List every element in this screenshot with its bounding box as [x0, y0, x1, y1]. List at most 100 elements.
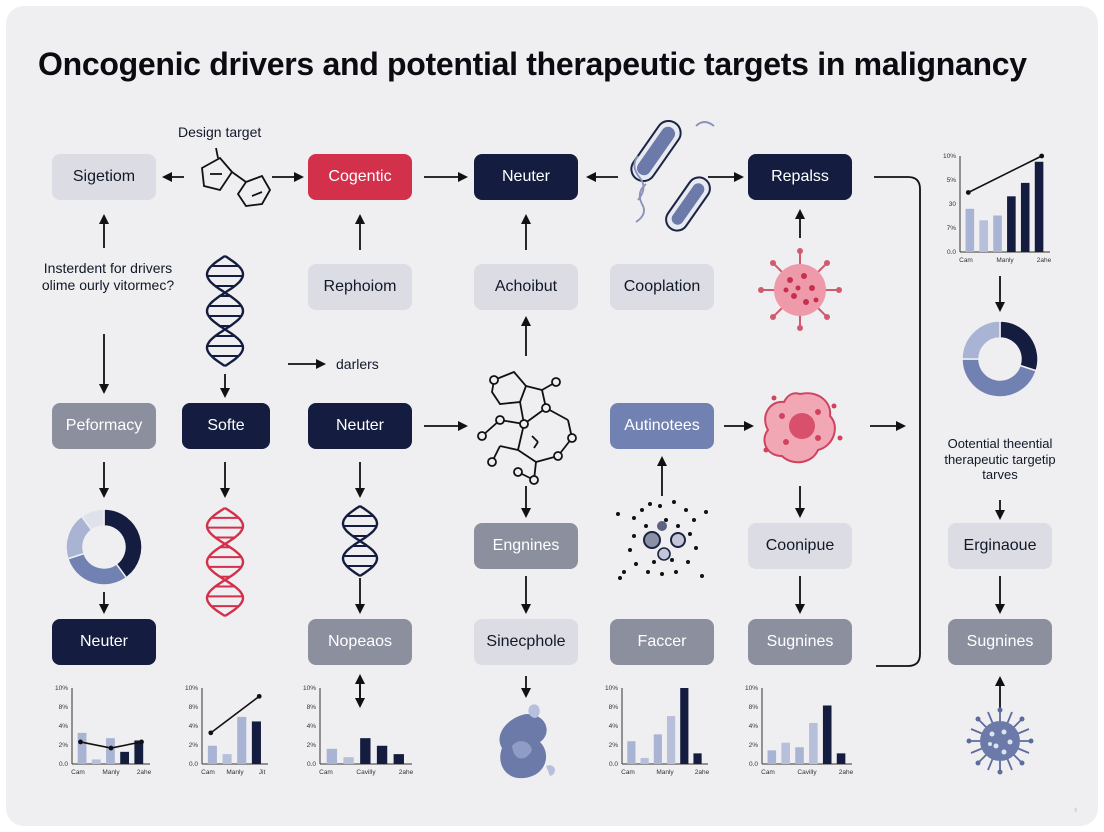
y-tick-label: 30 [949, 201, 957, 208]
node-neuter-bottom[interactable]: Neuter [52, 619, 156, 665]
bar [251, 721, 261, 764]
donut-slice [999, 320, 1039, 372]
x-tick-label: Cam [621, 769, 635, 776]
donut-slice [80, 508, 105, 532]
trend-line [210, 695, 260, 734]
donut-chart-icon [961, 320, 1039, 398]
trend-point [78, 739, 83, 745]
x-tick-label: Manly [102, 769, 120, 776]
x-tick-label: 2ahe [695, 769, 710, 776]
donut-slice [66, 552, 128, 586]
bar [1020, 182, 1030, 252]
bracket-line [874, 176, 921, 667]
node-repalss[interactable]: Repalss [748, 154, 852, 200]
x-tick-label: 2ahe [137, 769, 152, 776]
bar [393, 754, 404, 764]
trend-point [965, 190, 971, 195]
diagram-card: Oncogenic drivers and potential therapeu… [6, 6, 1098, 826]
bar [979, 220, 988, 252]
trend-line [967, 155, 1043, 194]
trend-point [1039, 153, 1045, 159]
bar [1034, 161, 1044, 252]
y-tick-label: 10% [55, 685, 68, 692]
y-tick-label: 8% [307, 704, 317, 711]
trend-point [108, 745, 114, 751]
x-tick-label: 2ahe [839, 769, 854, 776]
donut-slice [961, 358, 1038, 398]
donut-slice [103, 508, 143, 579]
y-tick-label: 8% [189, 704, 199, 711]
node-sigetiom[interactable]: Sigetiom [52, 154, 156, 200]
x-tick-label: Manly [226, 769, 244, 776]
node-neuter-mid[interactable]: Neuter [308, 403, 412, 449]
bar [965, 208, 975, 252]
y-tick-label: 2% [749, 742, 759, 749]
node-sugnines-1[interactable]: Sugnines [748, 619, 852, 665]
x-tick-label: Cavilly [797, 769, 817, 776]
bar [222, 754, 232, 764]
y-tick-label: 5% [947, 177, 957, 184]
y-tick-label: 7% [947, 225, 957, 232]
y-tick-label: 10% [943, 153, 956, 160]
x-tick-label: Cam [761, 769, 775, 776]
bar [360, 738, 371, 764]
bar [376, 745, 388, 764]
node-autinotees[interactable]: Autinotees [610, 403, 714, 449]
y-tick-label: 10% [303, 685, 316, 692]
node-engnines[interactable]: Engnines [474, 523, 578, 569]
x-tick-label: 2ahe [399, 769, 414, 776]
bacteria-icon [630, 119, 715, 232]
node-erginaoue[interactable]: Erginaoue [948, 523, 1052, 569]
x-tick-label: Cam [71, 769, 85, 776]
y-tick-label: 4% [189, 723, 199, 730]
y-tick-label: 0.0 [609, 761, 618, 768]
bar [120, 751, 130, 764]
node-sugnines-2[interactable]: Sugnines [948, 619, 1052, 665]
node-peformacy[interactable]: Peformacy [52, 403, 156, 449]
y-tick-label: 10% [185, 685, 198, 692]
virus-icon [966, 707, 1034, 775]
y-tick-label: 4% [609, 723, 619, 730]
virus-icon [758, 248, 842, 331]
watermark: ◐ [1073, 804, 1080, 816]
y-tick-label: 0.0 [749, 761, 758, 768]
node-softe[interactable]: Softe [182, 403, 270, 449]
nanoparticles-icon [616, 500, 708, 580]
cell-icon [763, 392, 843, 464]
node-achoibut[interactable]: Achoibut [474, 264, 578, 310]
trend-point [139, 739, 144, 745]
node-sinecphole[interactable]: Sinecphole [474, 619, 578, 665]
y-tick-label: 4% [307, 723, 317, 730]
y-tick-label: 0.0 [307, 761, 316, 768]
y-tick-label: 0.0 [59, 761, 68, 768]
node-cooplation[interactable]: Cooplation [610, 264, 714, 310]
x-tick-label: 2ahe [1037, 257, 1052, 264]
y-tick-label: 8% [609, 704, 619, 711]
x-tick-label: Cam [319, 769, 333, 776]
bar [237, 716, 247, 764]
x-tick-label: Cavilly [356, 769, 376, 776]
node-nopeaos[interactable]: Nopeaos [308, 619, 412, 665]
node-faccer[interactable]: Faccer [610, 619, 714, 665]
y-tick-label: 2% [609, 742, 619, 749]
dna-helix-icon [205, 506, 245, 618]
design-target-label: Design target [178, 124, 262, 140]
bar [993, 215, 1002, 252]
trend-point [208, 730, 214, 736]
y-tick-label: 8% [749, 704, 759, 711]
node-coonipue[interactable]: Coonipue [748, 523, 852, 569]
y-tick-label: 2% [307, 742, 317, 749]
node-cogentic[interactable]: Cogentic [308, 154, 412, 200]
bar [640, 757, 649, 764]
molecular-network-icon [477, 370, 577, 485]
node-rephoiom[interactable]: Rephoiom [308, 264, 412, 310]
y-tick-label: 4% [59, 723, 69, 730]
y-tick-label: 10% [605, 685, 618, 692]
potential-targets-label: Ootential theential therapeutic targetip… [944, 436, 1056, 483]
node-neuter-top[interactable]: Neuter [474, 154, 578, 200]
